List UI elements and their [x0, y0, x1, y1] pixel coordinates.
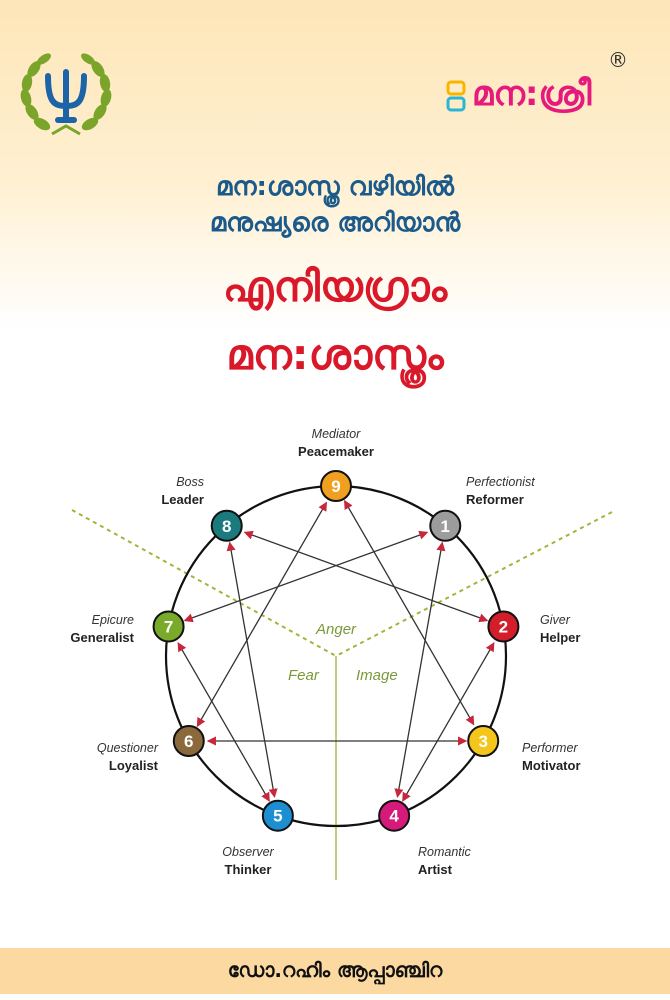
type-number-1: 1 — [441, 517, 450, 536]
connection-line — [226, 541, 278, 798]
type-name-5: Thinker — [225, 862, 272, 877]
psi-laurel-icon — [20, 53, 112, 136]
type-role-4: Romantic — [418, 845, 472, 859]
connection-line — [183, 530, 429, 623]
type-role-3: Performer — [522, 741, 578, 755]
type-role-6: Questioner — [97, 741, 159, 755]
type-role-1: Perfectionist — [466, 475, 535, 489]
type-node-7 — [152, 610, 185, 643]
type-node-5 — [261, 799, 294, 832]
title-line-1: എനിയഗ്രാം — [222, 262, 448, 311]
type-role-9: Mediator — [312, 427, 361, 441]
type-role-8: Boss — [176, 475, 204, 489]
publisher-brand: മന:ശ്രീ ® — [442, 48, 642, 128]
publisher-name: മന:ശ്രീ — [472, 74, 592, 114]
type-name-2: Helper — [540, 630, 580, 645]
connection-line — [177, 642, 270, 802]
type-number-8: 8 — [222, 517, 231, 536]
type-name-8: Leader — [161, 492, 204, 507]
center-word-image: Image — [356, 667, 398, 684]
type-node-8 — [210, 509, 243, 542]
type-node-1 — [429, 509, 462, 542]
type-number-6: 6 — [184, 732, 193, 751]
author-name: ഡോ.റഹിം ആപ്പാഞ്ചിറ — [227, 958, 443, 982]
center-word-fear: Fear — [288, 667, 320, 684]
connection-line — [402, 642, 495, 802]
type-node-3 — [467, 725, 500, 757]
type-number-5: 5 — [273, 807, 282, 826]
type-node-4 — [378, 799, 411, 832]
type-role-5: Observer — [222, 845, 274, 859]
type-number-7: 7 — [164, 617, 173, 636]
title-line-2: മന:ശാസ്ത്രം — [226, 330, 444, 379]
type-number-2: 2 — [499, 617, 508, 636]
type-node-2 — [487, 610, 520, 643]
type-role-2: Giver — [540, 613, 571, 627]
connection-line — [394, 541, 446, 798]
type-role-7: Epicure — [92, 613, 134, 627]
connection-line — [243, 530, 489, 623]
subtitle-line-1: മന:ശാസ്ത്ര വഴിയിൽ — [216, 172, 454, 202]
registered-mark: ® — [608, 48, 628, 72]
type-node-9 — [320, 470, 352, 502]
enneagram-diagram: Anger Fear Image 1 2 3 4 5 6 7 8 9 Perfectionist… — [70, 427, 613, 880]
type-number-4: 4 — [389, 807, 399, 826]
type-node-6 — [172, 725, 205, 757]
brand-squares-icon — [446, 80, 466, 112]
type-number-3: 3 — [478, 732, 487, 751]
type-name-6: Loyalist — [109, 758, 159, 773]
type-number-9: 9 — [331, 477, 340, 496]
type-name-9: Peacemaker — [298, 444, 374, 459]
type-name-3: Motivator — [522, 758, 581, 773]
cover-top-gradient — [0, 0, 670, 330]
type-name-1: Reformer — [466, 492, 524, 507]
type-name-4: Artist — [418, 862, 453, 877]
center-word-anger: Anger — [315, 621, 357, 638]
type-name-7: Generalist — [70, 630, 134, 645]
footer-band — [0, 948, 670, 994]
subtitle-line-2: മനുഷ്യരെ അറിയാൻ — [209, 208, 461, 238]
